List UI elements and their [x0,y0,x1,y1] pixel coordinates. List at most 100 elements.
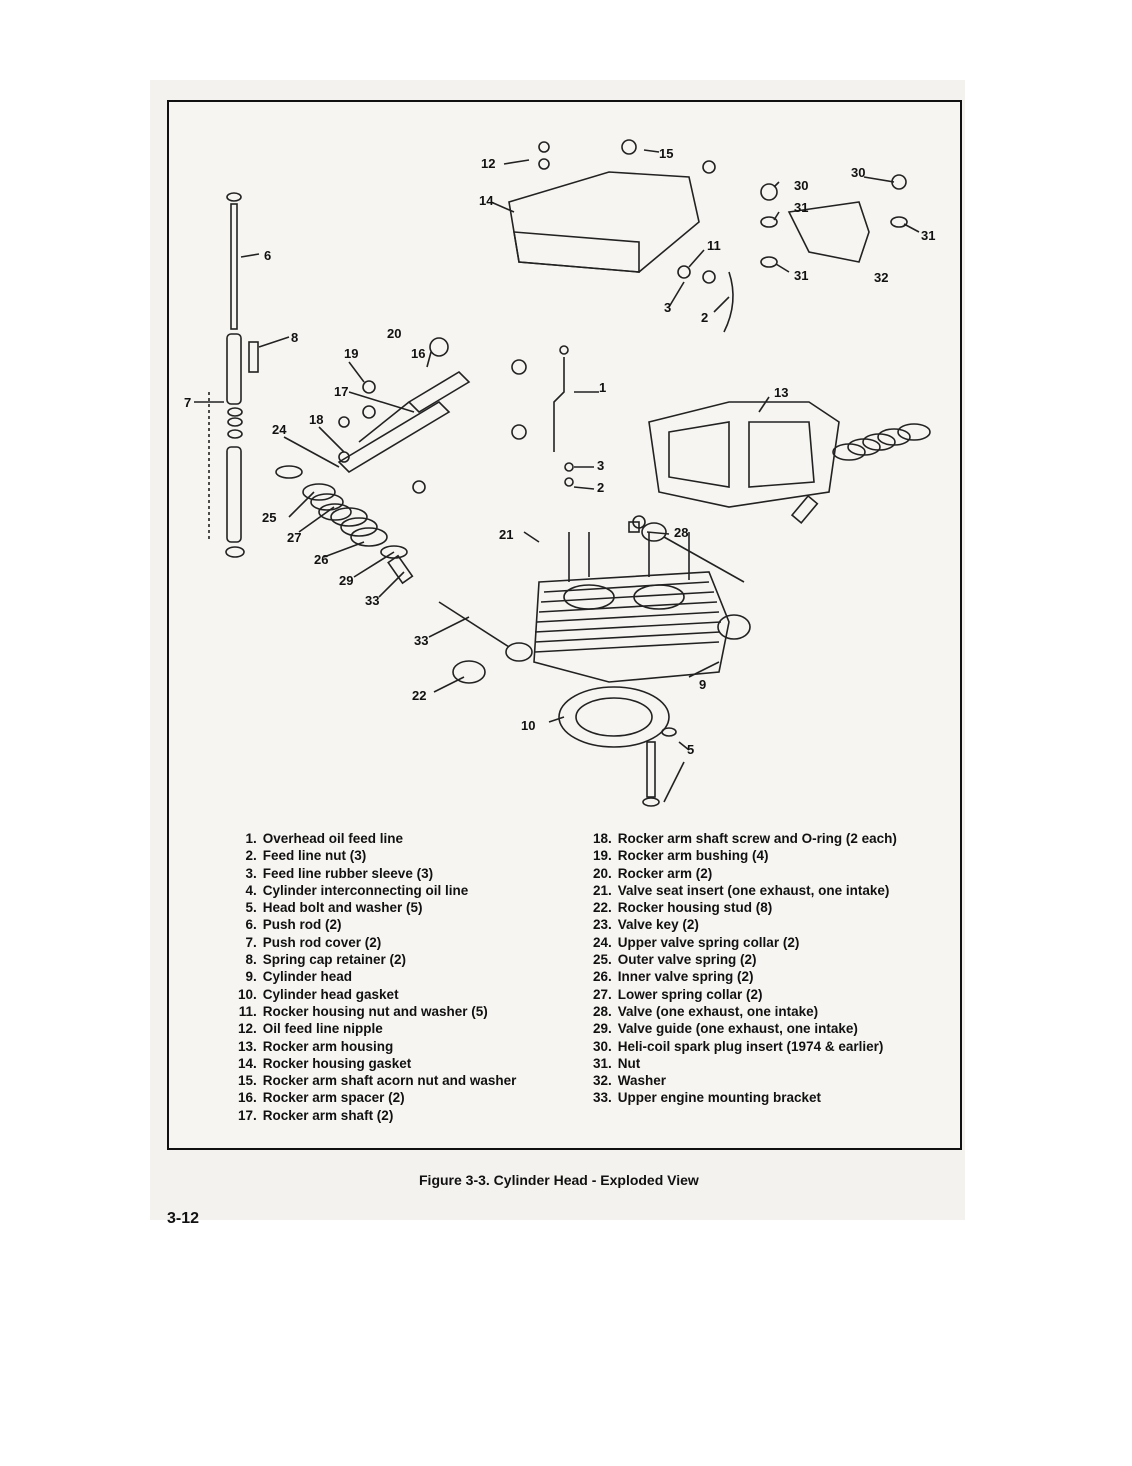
parts-legend-right: 18. Rocker arm shaft screw and O-ring (2 … [584,830,959,1107]
legend-text: Rocker housing stud (8) [617,900,773,916]
legend-text: Washer [617,1073,667,1089]
legend-number: 3 [245,865,253,881]
legend-item: 17. Rocker arm shaft (2) [229,1107,559,1124]
legend-number-period: . [608,934,612,950]
legend-text: Nut [617,1055,641,1071]
valve-part [438,601,510,648]
legend-number-period: . [253,831,257,846]
legend-text: Inner valve spring (2) [617,969,754,985]
legend-item: 8.Spring cap retainer (2) [229,951,559,968]
legend-number: 7 [245,934,253,950]
legend-item: 3.Feed line rubber sleeve (3) [229,865,559,882]
legend-text: Rocker housing gasket [262,1055,412,1071]
legend-number-period: . [253,1021,257,1037]
legend-text: Rocker arm (2) [617,865,713,881]
callout-5: 5 [687,742,694,757]
callout-8: 8 [291,330,298,345]
spring-cap-retainer-part [248,341,259,373]
valve-seat-insert-part [452,660,486,684]
callout-26: 27 [287,530,301,545]
legend-item: 2.Feed line nut (3) [229,847,559,864]
callout-18: 18 [309,412,323,427]
legend-text: Rocker arm spacer (2) [262,1090,405,1106]
legend-number-period: . [253,1107,257,1123]
right-valve-part [663,536,745,583]
rocker-housing-gasket-part [648,401,840,508]
legend-text: Upper engine mounting bracket [617,1090,822,1106]
legend-text: Rocker arm shaft screw and O-ring (2 eac… [617,831,897,846]
legend-number-period: . [253,1003,257,1019]
legend-number: 33 [592,1090,608,1106]
legend-number: 21 [592,882,608,898]
legend-item: 32.Washer [584,1072,959,1089]
legend-item: 21.Valve seat insert (one exhaust, one i… [584,882,959,899]
legend-number: 29 [592,1021,608,1037]
legend-item: 19.Rocker arm bushing (4) [584,847,959,864]
legend-number: 4 [245,882,253,898]
legend-text: Rocker arm shaft acorn nut and washer [262,1073,517,1089]
legend-item: 23.Valve key (2) [584,916,959,933]
head-bolt-part [646,741,656,798]
legend-item: 31. Nut [584,1055,959,1072]
rocker-arm-part [407,370,471,414]
legend-number-period: . [608,952,612,968]
legend-number-period: . [253,865,257,881]
legend-number: 24 [592,934,608,950]
valve-springs-left [302,483,388,547]
legend-number-period: . [608,1090,612,1106]
legend-number: 27 [592,986,608,1002]
callout-17: 17 [334,384,348,399]
legend-text: Valve key (2) [617,917,699,933]
callout-23: 24 [272,422,287,437]
cylinder-head-gasket-part [558,686,670,748]
legend-item: 14. Rocker housing gasket [229,1055,559,1072]
legend-number-period: . [253,1073,257,1089]
legend-number-period: . [608,969,612,985]
legend-number-period: . [253,969,257,985]
legend-number: 15 [237,1073,253,1089]
legend-text: Upper valve spring collar (2) [617,934,800,950]
legend-number-period: . [253,900,257,916]
legend-item: 12.Oil feed line nipple [229,1020,559,1037]
legend-number-period: . [608,1055,612,1071]
legend-number: 1 [245,831,253,846]
legend-text: Valve guide (one exhaust, one intake) [617,1021,858,1037]
legend-number-period: . [608,831,612,846]
legend-text: Rocker arm shaft (2) [262,1107,394,1123]
callout-16: 16 [411,346,425,361]
legend-number: 31 [592,1055,608,1071]
push-rod-part [230,203,238,330]
callout-25: 26 [314,552,328,567]
legend-item: 5.Head bolt and washer (5) [229,899,559,916]
legend-number-period: . [253,1055,257,1071]
callout-7: 7 [184,395,191,410]
legend-number-period: . [608,917,612,933]
callout-10: 10 [521,718,535,733]
legend-item: 7.Push rod cover (2) [229,934,559,951]
legend-number: 17 [237,1107,253,1123]
rocker-arm-shaft-part [337,400,451,474]
lower-push-rod-cover-part [226,446,242,543]
legend-number: 28 [592,1003,608,1019]
legend-number-period: . [253,986,257,1002]
valve-springs-right [832,423,931,461]
legend-item: 13.Rocker arm housing [229,1038,559,1055]
legend-number: 18 [592,831,608,846]
legend-number: 14 [237,1055,253,1071]
callout-19: 19 [344,346,358,361]
callout-27: 29 [339,573,353,588]
legend-text: Valve seat insert (one exhaust, one inta… [617,882,890,898]
callout-14: 13 [774,385,788,400]
legend-text: Cylinder interconnecting oil line [262,882,469,898]
mounting-bracket-part [787,201,870,263]
legend-number: 10 [237,986,253,1002]
legend-item: 9.Cylinder head [229,968,559,985]
legend-text: Oil feed line nipple [262,1021,383,1037]
legend-item: 22.Rocker housing stud (8) [584,899,959,916]
legend-item: 29.Valve guide (one exhaust, one intake) [584,1020,959,1037]
legend-number-period: . [608,848,612,864]
legend-number-period: . [608,900,612,916]
legend-number-period: . [608,986,612,1002]
legend-text: Cylinder head gasket [262,986,399,1002]
legend-text: Feed line nut (3) [262,848,367,864]
